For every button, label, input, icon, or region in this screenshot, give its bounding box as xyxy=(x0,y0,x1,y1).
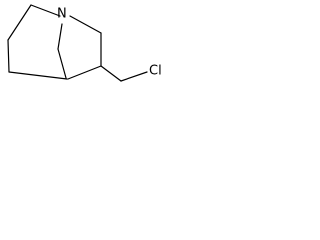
bond-c3-ch2 xyxy=(100,65,122,82)
bond-set xyxy=(7,4,148,82)
bond-right-bridgehead xyxy=(67,65,102,80)
atom-labels: N Cl xyxy=(57,7,162,79)
bond-lower-left-bridgehead xyxy=(8,71,68,80)
bond-left-lower xyxy=(7,39,10,73)
bond-n-right-upper xyxy=(69,15,102,34)
nitrogen-label: N xyxy=(57,7,67,22)
bond-n-upper-left xyxy=(30,4,61,17)
bond-center-bridgehead xyxy=(57,48,67,79)
bond-n-lower xyxy=(57,23,63,50)
bond-upper-left-vertical xyxy=(7,4,32,41)
bond-ch2-cl xyxy=(120,71,148,82)
chemical-structure-diagram: N Cl xyxy=(7,4,162,82)
chlorine-label: Cl xyxy=(149,64,162,79)
